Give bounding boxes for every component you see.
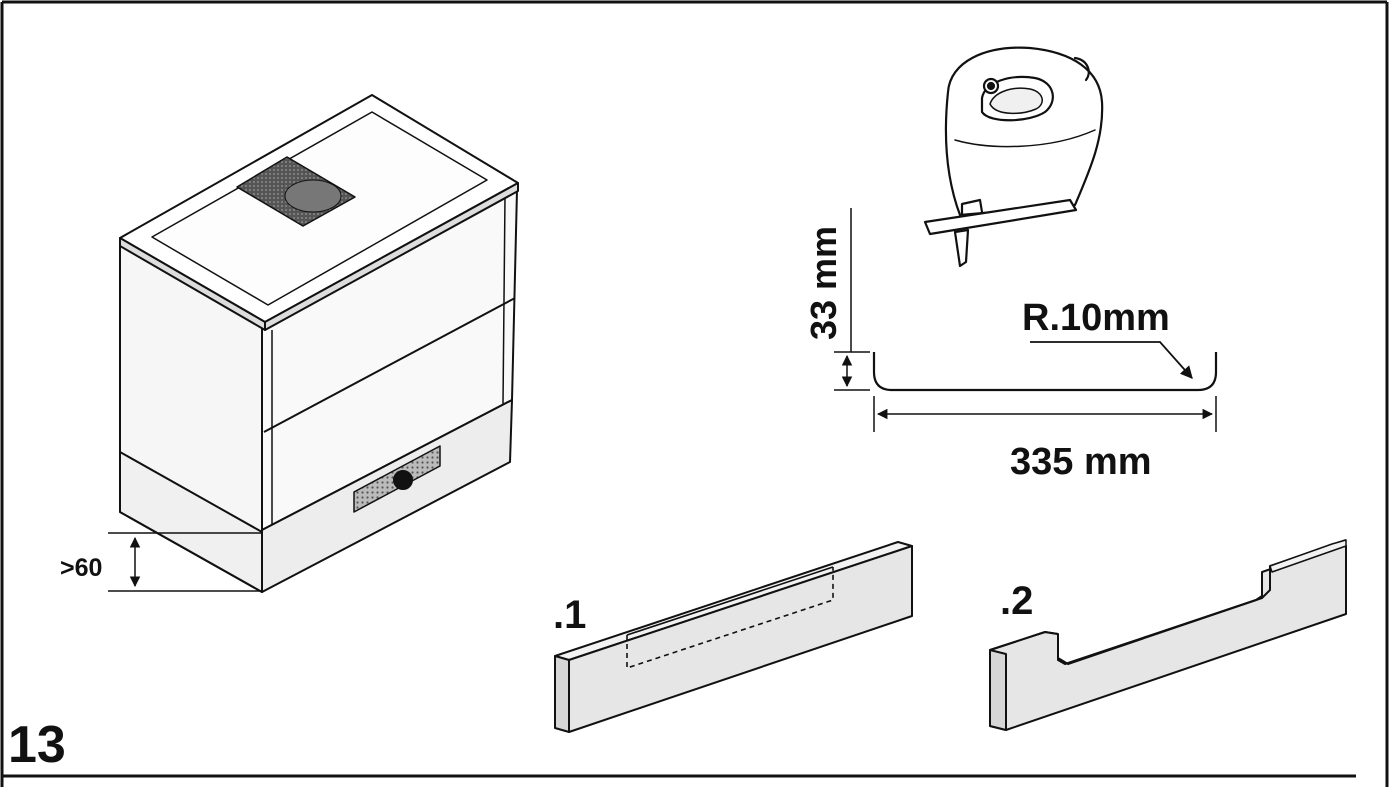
jigsaw-icon — [923, 46, 1104, 268]
panel-option-1-label: .1 — [553, 593, 586, 637]
cabinet-illustration — [119, 94, 519, 593]
cutout-profile — [872, 352, 1218, 392]
cutout-height-dimension — [834, 208, 870, 391]
panel-option-2 — [989, 539, 1347, 731]
cutout-height-label: 33 mm — [803, 226, 844, 340]
plinth-height-dimension — [108, 532, 262, 592]
panel-option-1 — [554, 541, 913, 733]
plinth-gap-label: >60 — [60, 554, 102, 582]
cutout-width-label: 335 mm — [1010, 441, 1152, 483]
panel-option-2-label: .2 — [1000, 579, 1033, 623]
cutout-width-dimension — [873, 396, 1217, 432]
radius-leader — [1030, 341, 1193, 379]
figure-number: 13 — [8, 716, 66, 774]
cutout-radius-label: R.10mm — [1022, 297, 1170, 339]
